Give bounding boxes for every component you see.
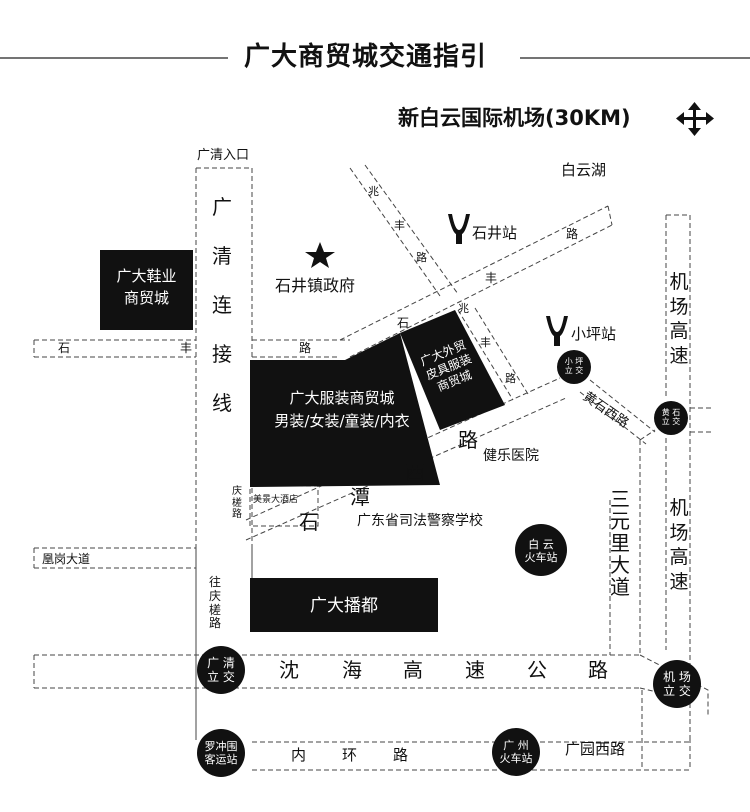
- airport-expressway: [641, 214, 691, 770]
- jianle-hospital-label: 健乐医院: [483, 448, 539, 464]
- zhaofeng-b-label-3: 路: [505, 372, 516, 385]
- xiaoping-circle: [557, 350, 591, 384]
- xiaoping-interchange-label: 小 坪 立 交: [564, 357, 584, 376]
- shenhai-label-6: 路: [588, 658, 608, 682]
- neihuan-label-1: 内: [291, 746, 307, 764]
- guangzhou-station-label: 广 州 火车站: [499, 739, 533, 766]
- zhaofeng-label-3: 路: [416, 251, 427, 264]
- metro-icon: [448, 214, 470, 244]
- shitanxi-label-1: 石: [299, 510, 319, 534]
- neihuan-road: [252, 741, 690, 771]
- shifeng-left-label: 石: [58, 341, 71, 355]
- clothing-city-label: 广大服装商贸城 男装/女装/童装/内衣: [274, 389, 410, 431]
- shitanxi-label-3: 西: [405, 460, 425, 484]
- meijing-hotel-label: 美景大酒店: [253, 495, 299, 505]
- guangzhou-station-circle: [492, 728, 540, 776]
- shenhai-expressway: [33, 654, 640, 689]
- shifeng-road-west: [33, 339, 196, 358]
- shifeng-road-mid: [252, 339, 350, 358]
- shijing-feng-label-2: 丰: [485, 271, 498, 285]
- leather-city-block: [400, 310, 505, 430]
- guangqing-link-label: 广 清 连 接 线: [212, 195, 232, 415]
- shijing-gov-label: 石井镇政府: [275, 276, 356, 295]
- luochonggwei-circle: [197, 729, 245, 777]
- sanyuanli-road: [609, 440, 641, 655]
- shijing-feng-label-3: 路: [566, 227, 579, 241]
- shifeng-road-label: 路: [299, 341, 312, 355]
- guangqing-entrance-label: 广清入口: [197, 148, 250, 163]
- luochonggwei-label: 罗冲围 客运站: [204, 740, 238, 767]
- airport-interchange-circle: [653, 660, 701, 708]
- neihuan-label-2: 环: [342, 746, 358, 764]
- zhaofeng-b-label-2: 丰: [480, 336, 491, 349]
- shoe-city-label: 广大鞋业 商贸城: [116, 267, 177, 307]
- shenhai-label-2: 海: [342, 658, 362, 682]
- shijing-station-label: 石井站: [472, 224, 518, 242]
- huangshi-east: [690, 407, 712, 433]
- zhaofeng-road-lower: [457, 307, 529, 401]
- shifeng-road-northeast: [339, 205, 613, 358]
- guangyuanxi-label: 广园西路: [565, 740, 626, 758]
- baiyun-station-circle: [515, 524, 567, 576]
- airport-expressway-label-2: 机 场 高 速: [669, 497, 689, 594]
- shenhai-label-1: 沈: [279, 658, 299, 682]
- guangqing-circle: [197, 646, 245, 694]
- guangqing-interchange-label: 广 清 立 交: [207, 656, 235, 684]
- shoe-city-block: [100, 250, 193, 330]
- clothing-city-block: [250, 333, 440, 487]
- fenggang-label: 凰岗大道: [42, 552, 91, 566]
- zhaofeng-label-1: 兆: [368, 185, 379, 198]
- airport-interchange-label: 机 场 立 交: [663, 670, 691, 698]
- bodu-label: 广大播都: [310, 596, 378, 616]
- to-qinglong-label: 往 庆 槎 路: [208, 575, 221, 631]
- zhaofeng-label-2: 丰: [394, 219, 405, 232]
- qinglong-label: 庆 槎 路: [232, 486, 242, 520]
- shenhai-label-3: 高: [403, 658, 423, 682]
- shifeng-mid-label: 丰: [180, 341, 193, 355]
- bodu-block: [250, 578, 438, 632]
- zhaofeng-road-upper: [349, 164, 459, 297]
- huangshi-interchange-label: 黄 石 立 交: [661, 408, 681, 427]
- sanyuanli-top: [639, 429, 656, 441]
- shenhai-label-5: 公: [527, 658, 547, 682]
- airport-label: 新白云国际机场(30KM): [398, 106, 631, 130]
- huangshixi-road: [579, 379, 656, 445]
- blocks: [100, 250, 505, 632]
- sanyuanli-label: 三 元 里 大 道: [610, 487, 630, 599]
- shenhai-label-4: 速: [465, 658, 485, 682]
- interchange-circles: [197, 350, 701, 777]
- baiyun-station-label: 白 云 火车站: [524, 538, 558, 565]
- xiaoping-station-label: 小坪站: [571, 325, 617, 343]
- baiyun-lake-label: 白云湖: [561, 161, 607, 179]
- neihuan-label-3: 路: [393, 746, 409, 764]
- police-school-label: 广东省司法警察学校: [357, 513, 483, 529]
- fenggang-road: [33, 547, 196, 569]
- metro-icon: [546, 316, 568, 346]
- shitanxi-label-4: 路: [458, 428, 478, 452]
- shijing-feng-label-1: 石: [397, 316, 410, 330]
- shitanxi-label-2: 潭: [350, 485, 370, 509]
- star-icon: [305, 242, 335, 268]
- zhaofeng-b-label-1: 兆: [458, 302, 469, 315]
- move-arrows-icon: [676, 102, 714, 136]
- page-title: 广大商贸城交通指引: [244, 42, 488, 72]
- huangshi-circle: [654, 401, 688, 435]
- airport-expressway-label-1: 机 场 高 速: [669, 271, 689, 368]
